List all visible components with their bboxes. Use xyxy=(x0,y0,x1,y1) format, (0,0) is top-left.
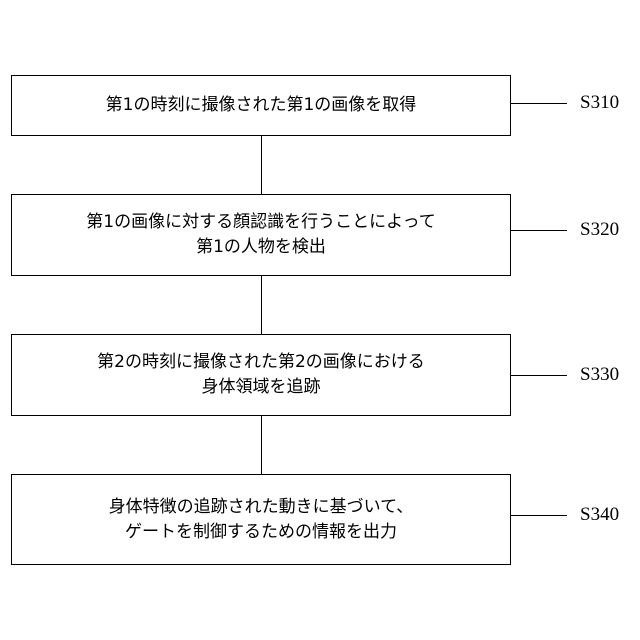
step-label-s310: S310 xyxy=(580,93,619,113)
step-text-s330-line2: 身体領域を追跡 xyxy=(202,375,321,400)
step-label-s330: S330 xyxy=(580,365,619,385)
step-text-s340-line2: ゲートを制御するための情報を出力 xyxy=(125,520,397,545)
leader-line-s320 xyxy=(511,230,567,231)
connector-s330-s340 xyxy=(261,416,262,474)
step-box-s330: 第2の時刻に撮像された第2の画像における 身体領域を追跡 xyxy=(11,334,511,416)
step-text-s340-line1: 身体特徴の追跡された動きに基づいて、 xyxy=(109,495,414,520)
step-text-s310-line1: 第1の時刻に撮像された第1の画像を取得 xyxy=(106,93,417,118)
connector-s320-s330 xyxy=(261,276,262,334)
step-box-s340: 身体特徴の追跡された動きに基づいて、 ゲートを制御するための情報を出力 xyxy=(11,474,511,565)
step-text-s320-line2: 第1の人物を検出 xyxy=(196,235,326,260)
step-label-s340: S340 xyxy=(580,505,619,525)
step-text-s330-line1: 第2の時刻に撮像された第2の画像における xyxy=(97,350,425,375)
step-text-s320-line1: 第1の画像に対する顔認識を行うことによって xyxy=(86,210,435,235)
leader-line-s330 xyxy=(511,375,567,376)
leader-line-s310 xyxy=(511,103,567,104)
step-box-s310: 第1の時刻に撮像された第1の画像を取得 xyxy=(11,75,511,136)
step-label-s320: S320 xyxy=(580,220,619,240)
leader-line-s340 xyxy=(511,515,567,516)
connector-s310-s320 xyxy=(261,136,262,194)
step-box-s320: 第1の画像に対する顔認識を行うことによって 第1の人物を検出 xyxy=(11,194,511,276)
